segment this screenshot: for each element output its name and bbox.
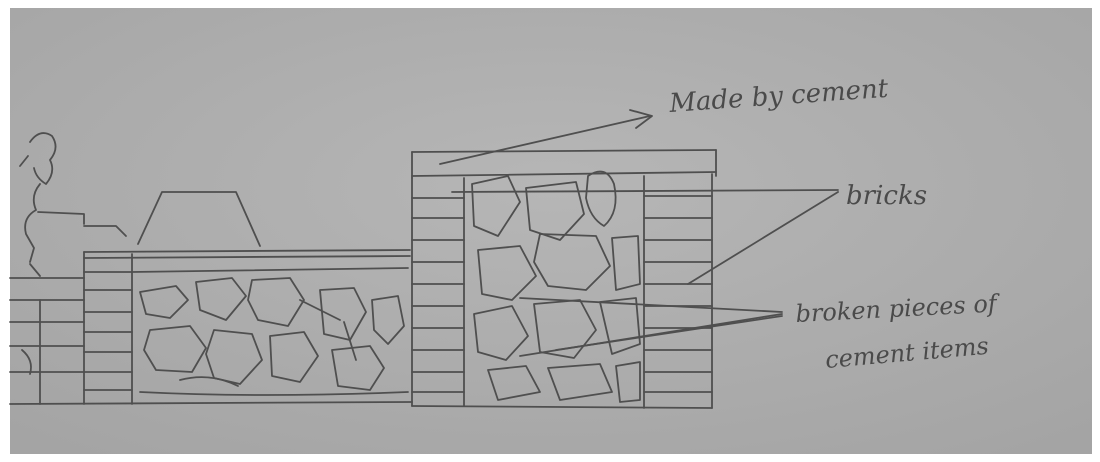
paper-background — [10, 8, 1092, 454]
label-bricks: bricks — [846, 181, 927, 211]
